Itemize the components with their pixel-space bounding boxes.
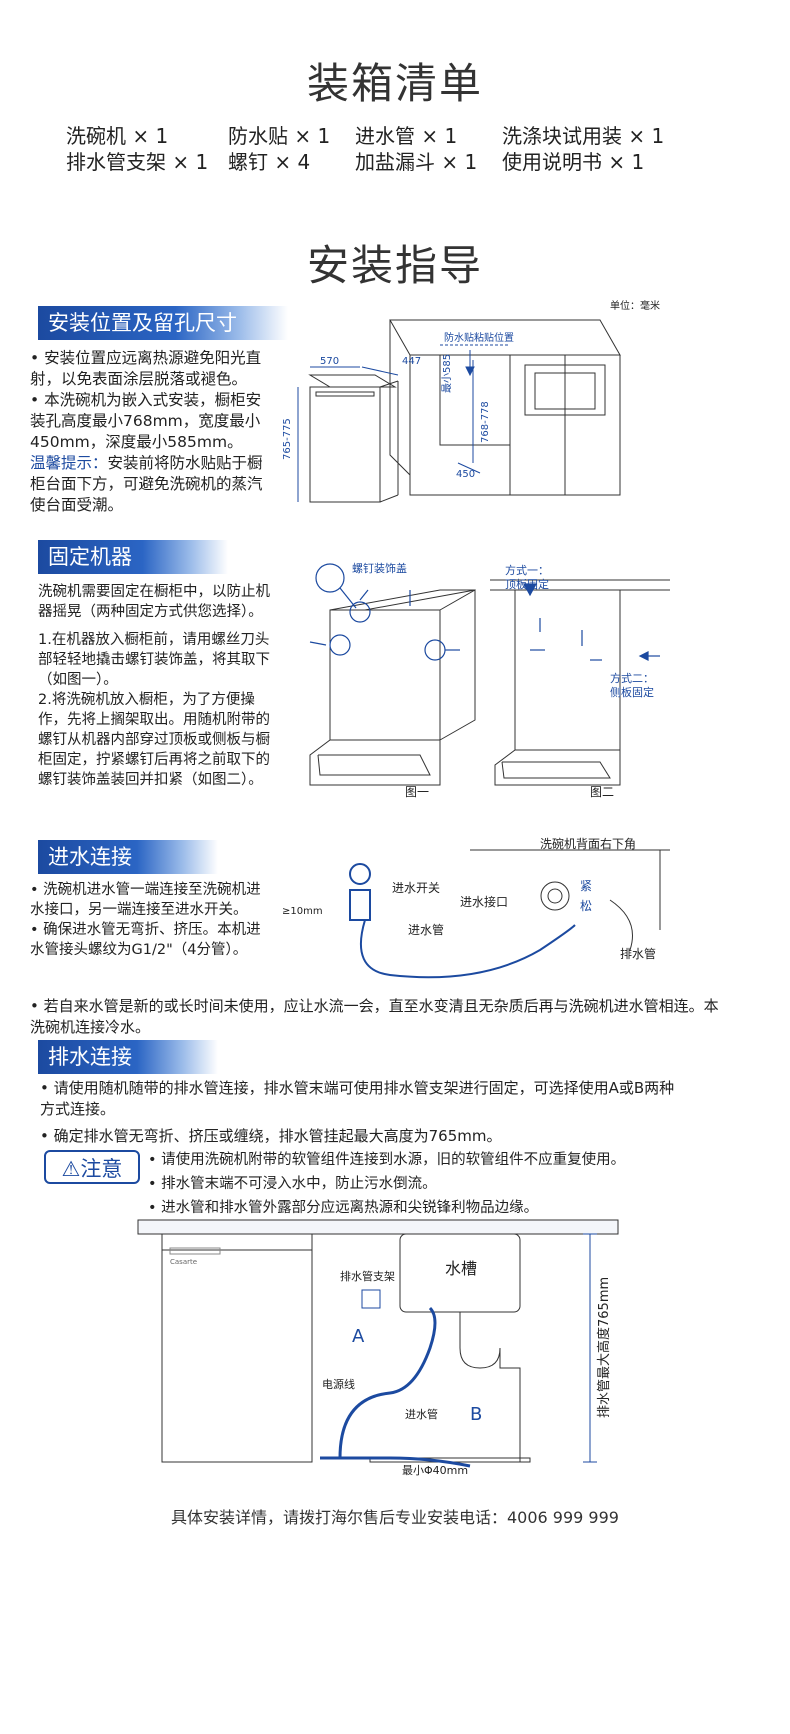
back-corner-label: 洗碗机背面右下角 <box>540 836 636 851</box>
way2-label-a: 方式二： <box>610 671 654 685</box>
max-height-label: 排水管最大高度765mm <box>596 1277 612 1418</box>
footer-text: 具体安装详情，请拨打海尔售后专业安装电话：4006 999 999 <box>171 1508 619 1527</box>
switch-label: 进水开关 <box>392 881 440 895</box>
dim-570: 570 <box>320 356 339 367</box>
sticker-label: 防水贴粘贴位置 <box>444 331 514 344</box>
section-tag-fix: 固定机器 <box>38 540 228 574</box>
packing-item: 防水贴 × 1 <box>228 124 331 148</box>
option-b-label: B <box>470 1404 482 1425</box>
dim-450: 450 <box>456 469 475 480</box>
inlet-pipe-label: 进水管 <box>405 1407 438 1421</box>
caution-item-2: • 排水管末端不可浸入水中，防止污水倒流。 <box>148 1176 437 1192</box>
drain-pipe-label: 排水管 <box>620 946 656 961</box>
inlet-text: • 洗碗机进水管一端连接至洗碗机进水接口，另一端连接至进水开关。 • 确保进水管… <box>30 880 270 960</box>
section-tag-inlet: 进水连接 <box>38 840 218 874</box>
min-40-label: 最小Φ40mm <box>402 1464 468 1477</box>
inlet-diagram: 洗碗机背面右下角 进水开关 进水接口 紧 松 进水管 排水管 ≥10mm <box>282 836 670 979</box>
cover-label: 螺钉装饰盖 <box>352 561 407 575</box>
tip-text: 安装前将防水贴贴于橱柜台面下方，可避免洗碗机的蒸汽使台面受潮。 <box>30 454 263 514</box>
packing-item: 进水管 × 1 <box>355 124 458 148</box>
packing-item: 加盐漏斗 × 1 <box>355 150 478 174</box>
fix-text: 洗碗机需要固定在橱柜中，以防止机器摇晃（两种固定方式供您选择）。 1.在机器放入… <box>38 582 270 790</box>
position-text: • 安装位置应远离热源避免阳光直射，以免表面涂层脱落或褪色。 • 本洗碗机为嵌入… <box>30 348 270 516</box>
position-bullet-2: • 本洗碗机为嵌入式安装，橱柜安装孔高度最小768mm，宽度最小450mm，深度… <box>30 391 262 451</box>
cabinet-dimension-diagram: 单位：毫米 防水贴粘贴位置 570 447 最小585 765-775 768-… <box>282 299 660 503</box>
dim-585: 最小585 <box>441 354 453 393</box>
packing-title: 装箱清单 <box>306 59 483 108</box>
port-label: 进水接口 <box>460 894 508 909</box>
fixing-diagram: 螺钉装饰盖 方式一： 顶板固定 方式二： 侧板固定 图一 图二 <box>309 561 670 799</box>
inlet-bullet-2: • 确保进水管无弯折、挤压。本机进水管接头螺纹为G1/2"（4分管）。 <box>30 922 261 958</box>
sink-label: 水槽 <box>445 1259 477 1278</box>
inlet-bullet-1: • 洗碗机进水管一端连接至洗碗机进水接口，另一端连接至进水开关。 <box>30 882 261 918</box>
way2-label-b: 侧板固定 <box>610 685 654 699</box>
fig2-label: 图二 <box>590 785 614 799</box>
dim-768: 768-778 <box>480 401 491 443</box>
fix-step-2: 2.将洗碗机放入橱柜，为了方便操作，先将上搁架取出。用随机附带的螺钉从机器内部穿… <box>38 692 270 788</box>
fig1-label: 图一 <box>405 785 429 799</box>
drain-bullet-1: • 请使用随机随带的排水管连接，排水管末端可使用排水管支架进行固定，可选择使用A… <box>40 1079 675 1118</box>
caution-list: • 请使用洗碗机附带的软管组件连接到水源，旧的软管组件不应重复使用。 • 排水管… <box>148 1148 708 1220</box>
tip-label: 温馨提示： <box>30 454 108 472</box>
caution-item-1: • 请使用洗碗机附带的软管组件连接到水源，旧的软管组件不应重复使用。 <box>148 1152 626 1168</box>
caution-box: ⚠注意 <box>44 1150 140 1184</box>
drain-bullet-2: • 确定排水管无弯折、挤压或缠绕，排水管挂起最大高度为765mm。 <box>40 1127 502 1145</box>
loose-label: 松 <box>580 899 592 913</box>
fix-step-1: 1.在机器放入橱柜前，请用螺丝刀头部轻轻地撬击螺钉装饰盖，将其取下（如图一）。 <box>38 632 270 688</box>
packing-item: 螺钉 × 4 <box>228 150 311 174</box>
way1-label-b: 顶板固定 <box>505 577 549 591</box>
drain-diagram: 水槽 排水管支架 A B 电源线 进水管 最小Φ40mm 排水管最大高度765m… <box>137 1219 619 1477</box>
packing-item: 排水管支架 × 1 <box>66 150 209 174</box>
bracket-label: 排水管支架 <box>340 1269 395 1283</box>
inlet-bullet-3: • 若自来水管是新的或长时间未使用，应让水流一会，直至水变清且无杂质后再与洗碗机… <box>30 997 719 1036</box>
option-a-label: A <box>352 1326 365 1347</box>
power-cord-label: 电源线 <box>322 1377 355 1391</box>
install-title: 安装指导 <box>306 241 483 290</box>
packing-item: 使用说明书 × 1 <box>502 150 645 174</box>
way1-label-a: 方式一： <box>505 563 549 577</box>
tight-label: 紧 <box>580 879 592 893</box>
pipe-label: 进水管 <box>408 922 444 937</box>
dim-765: 765-775 <box>282 418 293 460</box>
position-bullet-1: • 安装位置应远离热源避免阳光直射，以免表面涂层脱落或褪色。 <box>30 349 262 388</box>
gap-10mm-label: ≥10mm <box>282 906 323 917</box>
warning-icon: ⚠ <box>61 1157 81 1181</box>
packing-item: 洗涤块试用装 × 1 <box>502 124 665 148</box>
section-tag-drain: 排水连接 <box>38 1040 218 1074</box>
caution-label: 注意 <box>80 1157 123 1181</box>
position-tip: 温馨提示：安装前将防水贴贴于橱柜台面下方，可避免洗碗机的蒸汽使台面受潮。 <box>30 453 270 516</box>
dim-447: 447 <box>402 356 421 367</box>
fix-intro: 洗碗机需要固定在橱柜中，以防止机器摇晃（两种固定方式供您选择）。 <box>38 584 270 620</box>
packing-item: 洗碗机 × 1 <box>66 124 169 148</box>
unit-label: 单位：毫米 <box>610 299 660 312</box>
brand-logo: Casarte <box>170 1258 197 1266</box>
section-tag-position: 安装位置及留孔尺寸 <box>38 306 288 340</box>
caution-item-3: • 进水管和排水管外露部分应远离热源和尖锐锋利物品边缘。 <box>148 1200 539 1216</box>
